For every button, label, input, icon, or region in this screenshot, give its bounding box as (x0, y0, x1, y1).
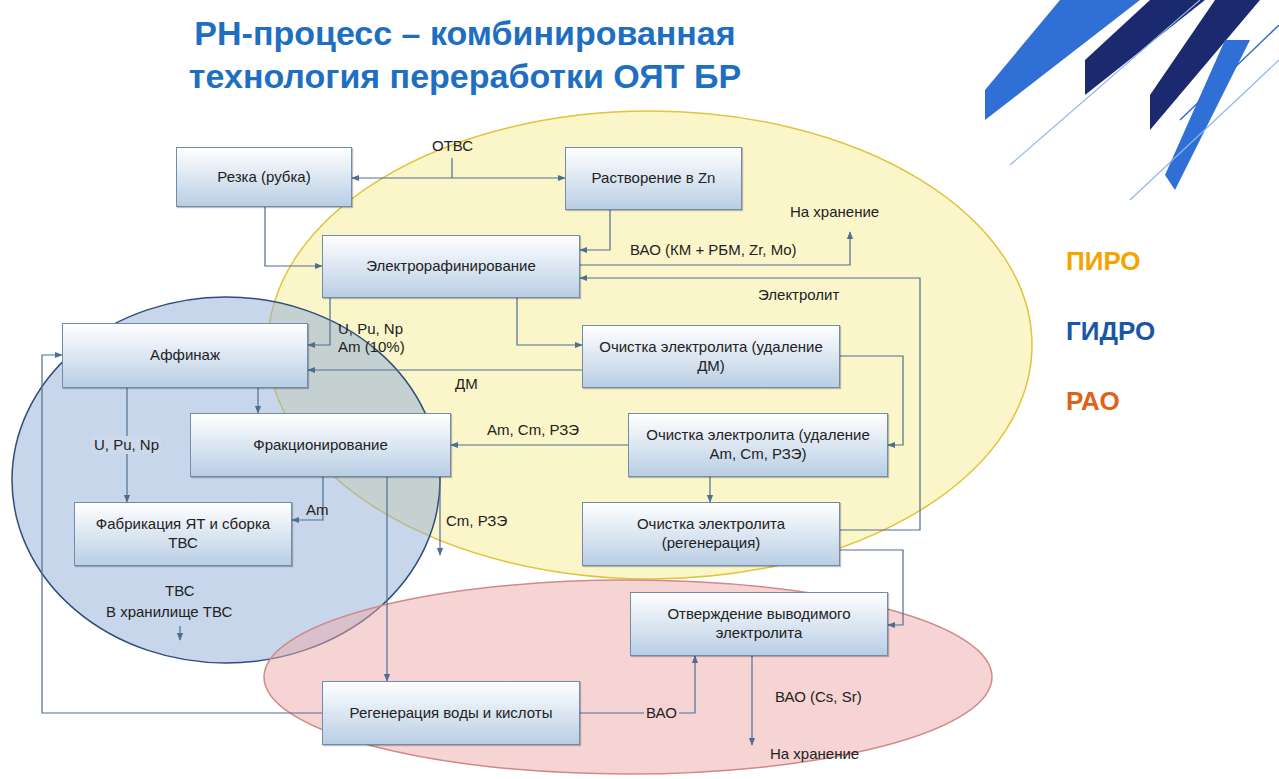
flow-arrow (352, 177, 565, 178)
flow-arrow (42, 355, 322, 713)
box-label: Растворение в Zn (592, 169, 716, 188)
flow-arrow (265, 207, 322, 266)
flow-arrow (386, 477, 387, 681)
flow-label: Am, Cm, РЗЭ (487, 421, 579, 439)
process-box: Аффинаж (62, 323, 308, 388)
flow-arrow (308, 369, 582, 370)
box-label: Очистка электролита (регенерация) (591, 515, 831, 553)
process-box: Отверждение выводимого электролита (630, 592, 888, 656)
process-box: Фабрикация ЯТ и сборка ТВС (74, 502, 292, 566)
box-label: Электрорафинирование (366, 257, 536, 276)
flow-arrow (709, 477, 710, 502)
stripe-line (1130, 60, 1279, 200)
process-box: Фракционирование (190, 413, 451, 477)
box-label: Очистка электролита (удаление Am, Cm, РЗ… (637, 426, 879, 464)
waste-label: ВАО (Cs, Sr) (775, 688, 862, 706)
storage-note: На хранение (770, 745, 859, 763)
process-box: Резка (рубка) (176, 147, 352, 207)
waste-out-line (580, 232, 850, 265)
storage-note: В хранилище ТВС (106, 603, 232, 621)
flow-arrow (580, 210, 610, 250)
flow-label: ДМ (455, 375, 478, 393)
flow-arrow (580, 278, 920, 530)
process-box: Растворение в Zn (565, 147, 742, 210)
page-title: РН-процесс – комбинированная технология … (115, 12, 815, 98)
flow-arrow (517, 298, 582, 345)
legend-entry: ГИДРО (1066, 316, 1155, 347)
product-label: ТВС (165, 582, 195, 600)
box-label: Фабрикация ЯТ и сборка ТВС (83, 515, 283, 553)
flow-label: U, Pu, Np Am (10%) (338, 320, 422, 356)
waste-label: ВАО (КМ + РБМ, Zr, Mo) (630, 241, 797, 259)
flow-label: ВАО (644, 704, 679, 722)
stripe (1165, 40, 1250, 190)
process-box: Регенерация воды и кислоты (322, 681, 580, 745)
stripe-line (1010, 0, 1200, 165)
waste-out-line (751, 656, 752, 745)
storage-out-line (179, 626, 180, 640)
flow-arrow (308, 298, 330, 345)
flow-label: Электролит (758, 286, 839, 304)
box-label: Очистка электролита (удаление ДМ) (591, 338, 831, 376)
box-label: Отверждение выводимого электролита (639, 605, 879, 643)
flow-arrow (451, 444, 628, 445)
box-label: Резка (рубка) (217, 168, 310, 187)
flow-label: U, Pu, Np (92, 436, 161, 454)
flow-label: ОТВС (432, 137, 473, 155)
process-box: Очистка электролита (регенерация) (582, 502, 840, 566)
legend-entry: ПИРО (1066, 246, 1141, 277)
process-box: Очистка электролита (удаление ДМ) (582, 325, 840, 388)
process-box: Электрорафинирование (322, 235, 580, 298)
legend-entry: РАО (1066, 386, 1120, 417)
stripe-line (1180, 25, 1279, 120)
flow-arrow (257, 388, 258, 413)
box-label: Фракционирование (253, 436, 387, 455)
process-box: Очистка электролита (удаление Am, Cm, РЗ… (628, 413, 888, 477)
flow-label: Am (306, 501, 329, 519)
waste-region (264, 580, 992, 774)
waste-out-line (439, 477, 440, 555)
storage-note: На хранение (790, 203, 879, 221)
feed-stem (451, 158, 452, 178)
waste-label: Cm, РЗЭ (446, 512, 507, 530)
box-label: Регенерация воды и кислоты (350, 704, 553, 723)
box-label: Аффинаж (150, 346, 220, 365)
corner-stripes (985, 0, 1279, 200)
